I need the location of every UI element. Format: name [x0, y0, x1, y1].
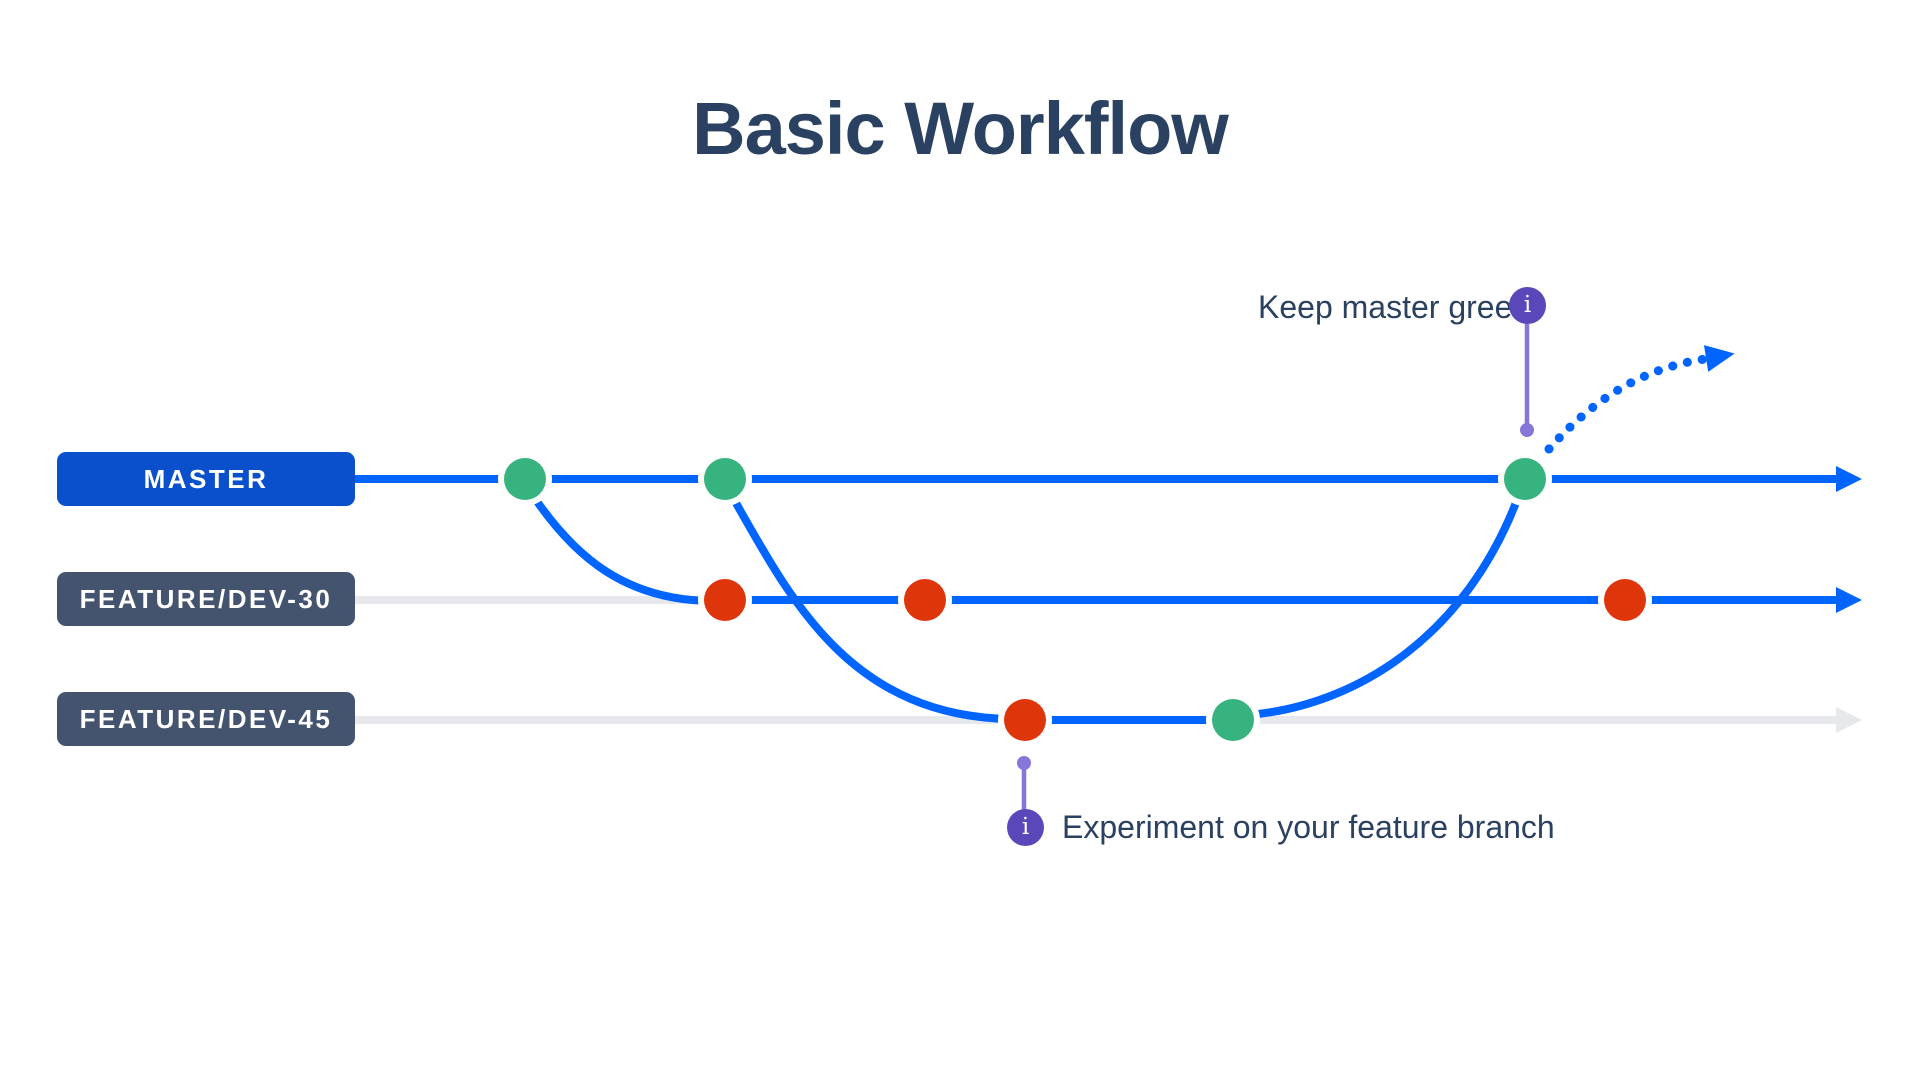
commit-dot-passing — [504, 458, 546, 500]
info-icon: i — [1007, 809, 1044, 846]
master-arrowhead — [1836, 466, 1862, 492]
branch-label-master: MASTER — [57, 452, 355, 506]
dev30-arrowhead — [1836, 587, 1862, 613]
dotted-arc-path — [1544, 354, 1710, 454]
gray-branch-lines — [355, 596, 1862, 733]
future-dotted-arc — [1544, 345, 1735, 454]
commit-dot-passing — [1504, 458, 1546, 500]
commit-dot-failing — [1004, 699, 1046, 741]
commit-dot-passing — [704, 458, 746, 500]
dotted-arc-arrowhead — [1703, 345, 1735, 372]
commit-dot-failing — [904, 579, 946, 621]
branch-curves — [532, 497, 1521, 723]
branch-off-curve-dev45 — [732, 501, 1011, 723]
annotation-experiment-feature-branch: Experiment on your feature branch — [1062, 809, 1555, 845]
info-icon-glyph: i — [1523, 292, 1532, 318]
dev45-arrowhead — [1836, 707, 1862, 733]
commit-dot-passing — [1212, 699, 1254, 741]
keep-master-pin-dot — [1520, 423, 1534, 437]
info-icon-glyph: i — [1021, 814, 1030, 840]
branch-label-feature-dev-45: FEATURE/DEV-45 — [57, 692, 355, 746]
branch-label-master-text: MASTER — [143, 463, 269, 494]
info-icon: i — [1509, 287, 1546, 324]
branch-label-feature-dev-45-text: FEATURE/DEV-45 — [79, 703, 333, 734]
page-title: Basic Workflow — [692, 87, 1229, 170]
commit-dot-failing — [1604, 579, 1646, 621]
merge-curve-dev45-to-master — [1257, 498, 1521, 718]
branch-label-feature-dev-30-text: FEATURE/DEV-30 — [79, 583, 333, 614]
branch-label-feature-dev-30: FEATURE/DEV-30 — [57, 572, 355, 626]
annotation-pins — [1017, 324, 1534, 812]
annotation-keep-master-green: Keep master green — [1258, 289, 1531, 325]
commit-dots — [498, 452, 1652, 747]
commit-dot-failing — [704, 579, 746, 621]
branch-off-curve-dev30 — [532, 497, 715, 605]
